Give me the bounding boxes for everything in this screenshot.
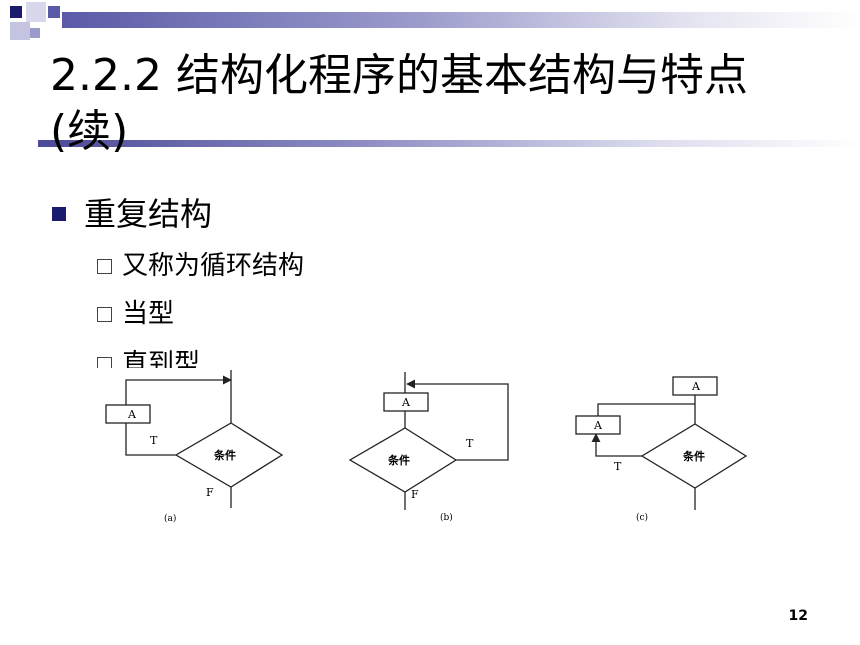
page-number: 12 xyxy=(788,608,808,624)
caption-a: (a) xyxy=(164,513,176,524)
box-label: A xyxy=(401,396,411,409)
condition-label: 条件 xyxy=(387,453,410,467)
header-bar xyxy=(62,12,860,28)
true-label: T xyxy=(150,434,158,447)
sub-item-until: 直到型 xyxy=(97,346,200,368)
hollow-square-bullet-icon xyxy=(97,258,112,274)
sub-item-while: 当型 xyxy=(97,296,174,332)
box-label: A xyxy=(127,408,137,421)
true-label: T xyxy=(614,460,622,473)
flowchart-b xyxy=(348,372,509,510)
hollow-square-bullet-icon xyxy=(97,306,112,322)
flow-line xyxy=(125,423,176,456)
square-bullet-icon xyxy=(52,207,66,221)
hollow-square-bullet-icon xyxy=(97,356,112,368)
sub-item-text: 当型 xyxy=(122,299,175,329)
condition-label: 条件 xyxy=(682,449,705,463)
flow-arrow xyxy=(591,433,642,457)
false-label: F xyxy=(411,488,419,501)
sub-item-text: 又称为循环结构 xyxy=(122,251,305,281)
flow-arrow xyxy=(406,379,509,461)
title-rule xyxy=(38,140,860,147)
bullet-repeat-structure: 重复结构 xyxy=(52,192,212,236)
box-label: A xyxy=(593,419,603,432)
false-label: F xyxy=(206,486,214,499)
caption-c: (c) xyxy=(636,512,648,523)
flow-line xyxy=(597,403,695,416)
flowchart-a xyxy=(105,370,284,508)
slide-title: 2.2.2 结构化程序的基本结构与特点(续) xyxy=(50,50,748,157)
bullet-text: 重复结构 xyxy=(84,195,213,233)
process-box xyxy=(105,404,151,424)
flow-arrow xyxy=(125,375,232,405)
flowchart-c xyxy=(575,376,748,510)
condition-label: 条件 xyxy=(213,448,236,462)
sub-item-loop: 又称为循环结构 xyxy=(97,248,304,284)
decorative-squares xyxy=(0,0,80,60)
sub-item-text: 直到型 xyxy=(122,349,201,368)
process-box xyxy=(383,392,429,412)
box-label: A xyxy=(691,380,701,393)
sub-item-until-clipped: 直到型 xyxy=(90,340,270,368)
true-label: T xyxy=(466,437,474,450)
caption-b: (b) xyxy=(440,512,453,523)
